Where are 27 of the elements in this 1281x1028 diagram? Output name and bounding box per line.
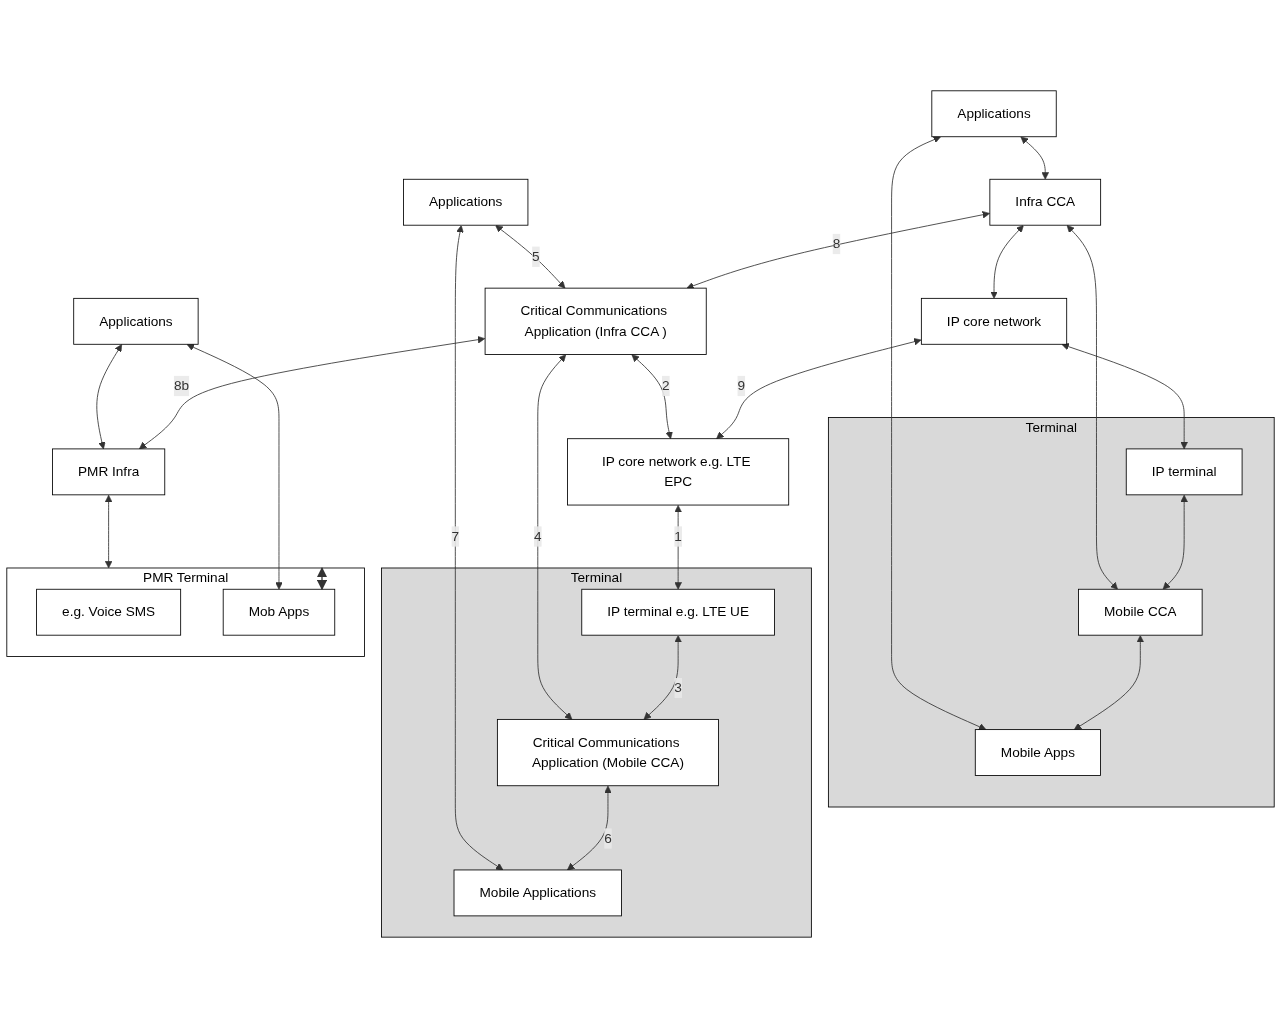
node-box: Mob Apps (222, 588, 336, 636)
arrow (316, 567, 328, 591)
edge-label: 3 (674, 680, 682, 695)
edge-label: 2 (662, 378, 670, 393)
edge-label: 7 (451, 528, 460, 544)
node-box: IP terminal e.g. LTE UE (581, 588, 775, 636)
node-box: Mobile Applications (453, 869, 622, 917)
node-box: Applications (73, 297, 199, 345)
edge-label: 9 (737, 378, 745, 393)
node-box: Critical Communications Application (Mobile CCA) (496, 719, 719, 787)
node-box: Mobile Apps (974, 729, 1101, 776)
node-box: Applications (403, 178, 529, 226)
node-box: e.g. Voice SMS (36, 588, 182, 636)
edge-label: 6 (604, 830, 612, 846)
edge-label: 8 (832, 236, 841, 251)
node-box: Critical Communications Application (Infra CCA ) (484, 287, 707, 355)
node-box: Infra CCA (989, 178, 1102, 226)
edge-label: 5 (532, 249, 540, 264)
edge-label: 1 (674, 528, 682, 544)
node-box: Applications (931, 90, 1057, 138)
node-box: IP core network e.g. LTE EPC (567, 438, 790, 506)
edge-label: 8b (173, 378, 190, 393)
node-box: IP terminal (1125, 448, 1243, 496)
node-box: Mobile CCA (1078, 588, 1203, 636)
node-box: IP core network (920, 297, 1068, 345)
node-box: PMR Infra (52, 448, 166, 496)
edge-label: 4 (534, 528, 542, 544)
